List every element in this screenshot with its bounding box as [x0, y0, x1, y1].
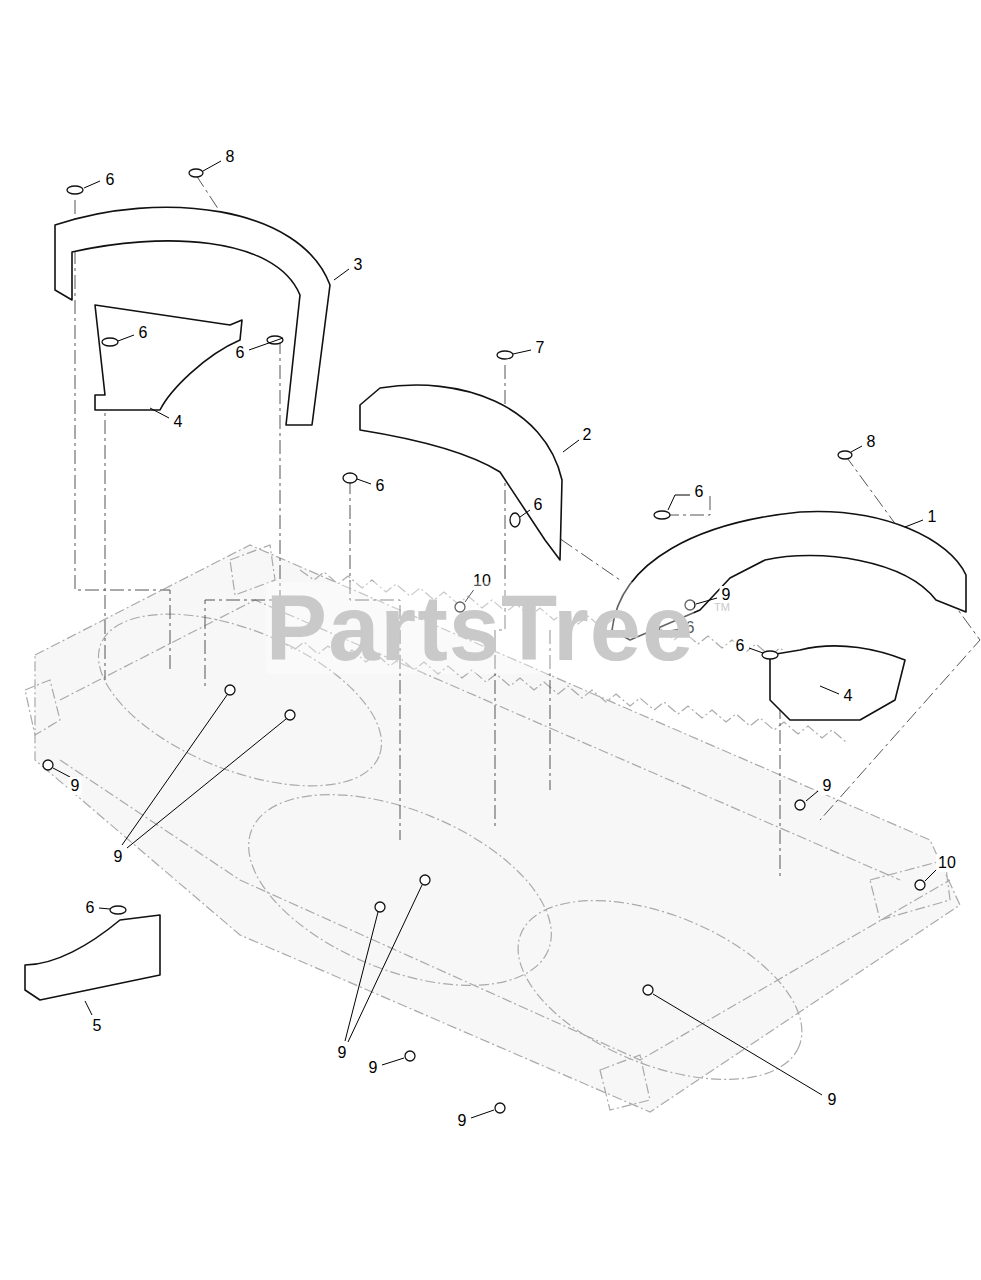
callout-number: 9 — [826, 1091, 839, 1109]
callout-number: 9 — [456, 1112, 469, 1130]
callout-number: 9 — [821, 777, 834, 795]
callout-number: 4 — [172, 413, 185, 431]
callout-number: 9 — [112, 848, 125, 866]
callout-number: 8 — [865, 433, 878, 451]
callout-number: 3 — [352, 256, 365, 274]
callout-number: 6 — [104, 171, 117, 189]
callout-number: 6 — [374, 477, 387, 495]
callout-number: 6 — [532, 496, 545, 514]
callout-number: 9 — [336, 1044, 349, 1062]
trademark-mark: TM — [712, 601, 732, 614]
callout-number: 8 — [224, 148, 237, 166]
watermark: PartsTree — [266, 582, 694, 674]
callout-number: 6 — [734, 637, 747, 655]
callout-number: 6 — [234, 344, 247, 362]
callout-number: 7 — [534, 339, 547, 357]
callout-number: 2 — [581, 426, 594, 444]
callout-number: 10 — [936, 854, 958, 872]
callout-number: 6 — [137, 324, 150, 342]
callout-number: 1 — [926, 508, 939, 526]
callout-number: 4 — [842, 687, 855, 705]
callout-number: 6 — [693, 483, 706, 501]
callout-number: 6 — [84, 899, 97, 917]
callout-number: 9 — [367, 1059, 380, 1077]
callout-number: 9 — [69, 777, 82, 795]
callout-number: 5 — [91, 1017, 104, 1035]
